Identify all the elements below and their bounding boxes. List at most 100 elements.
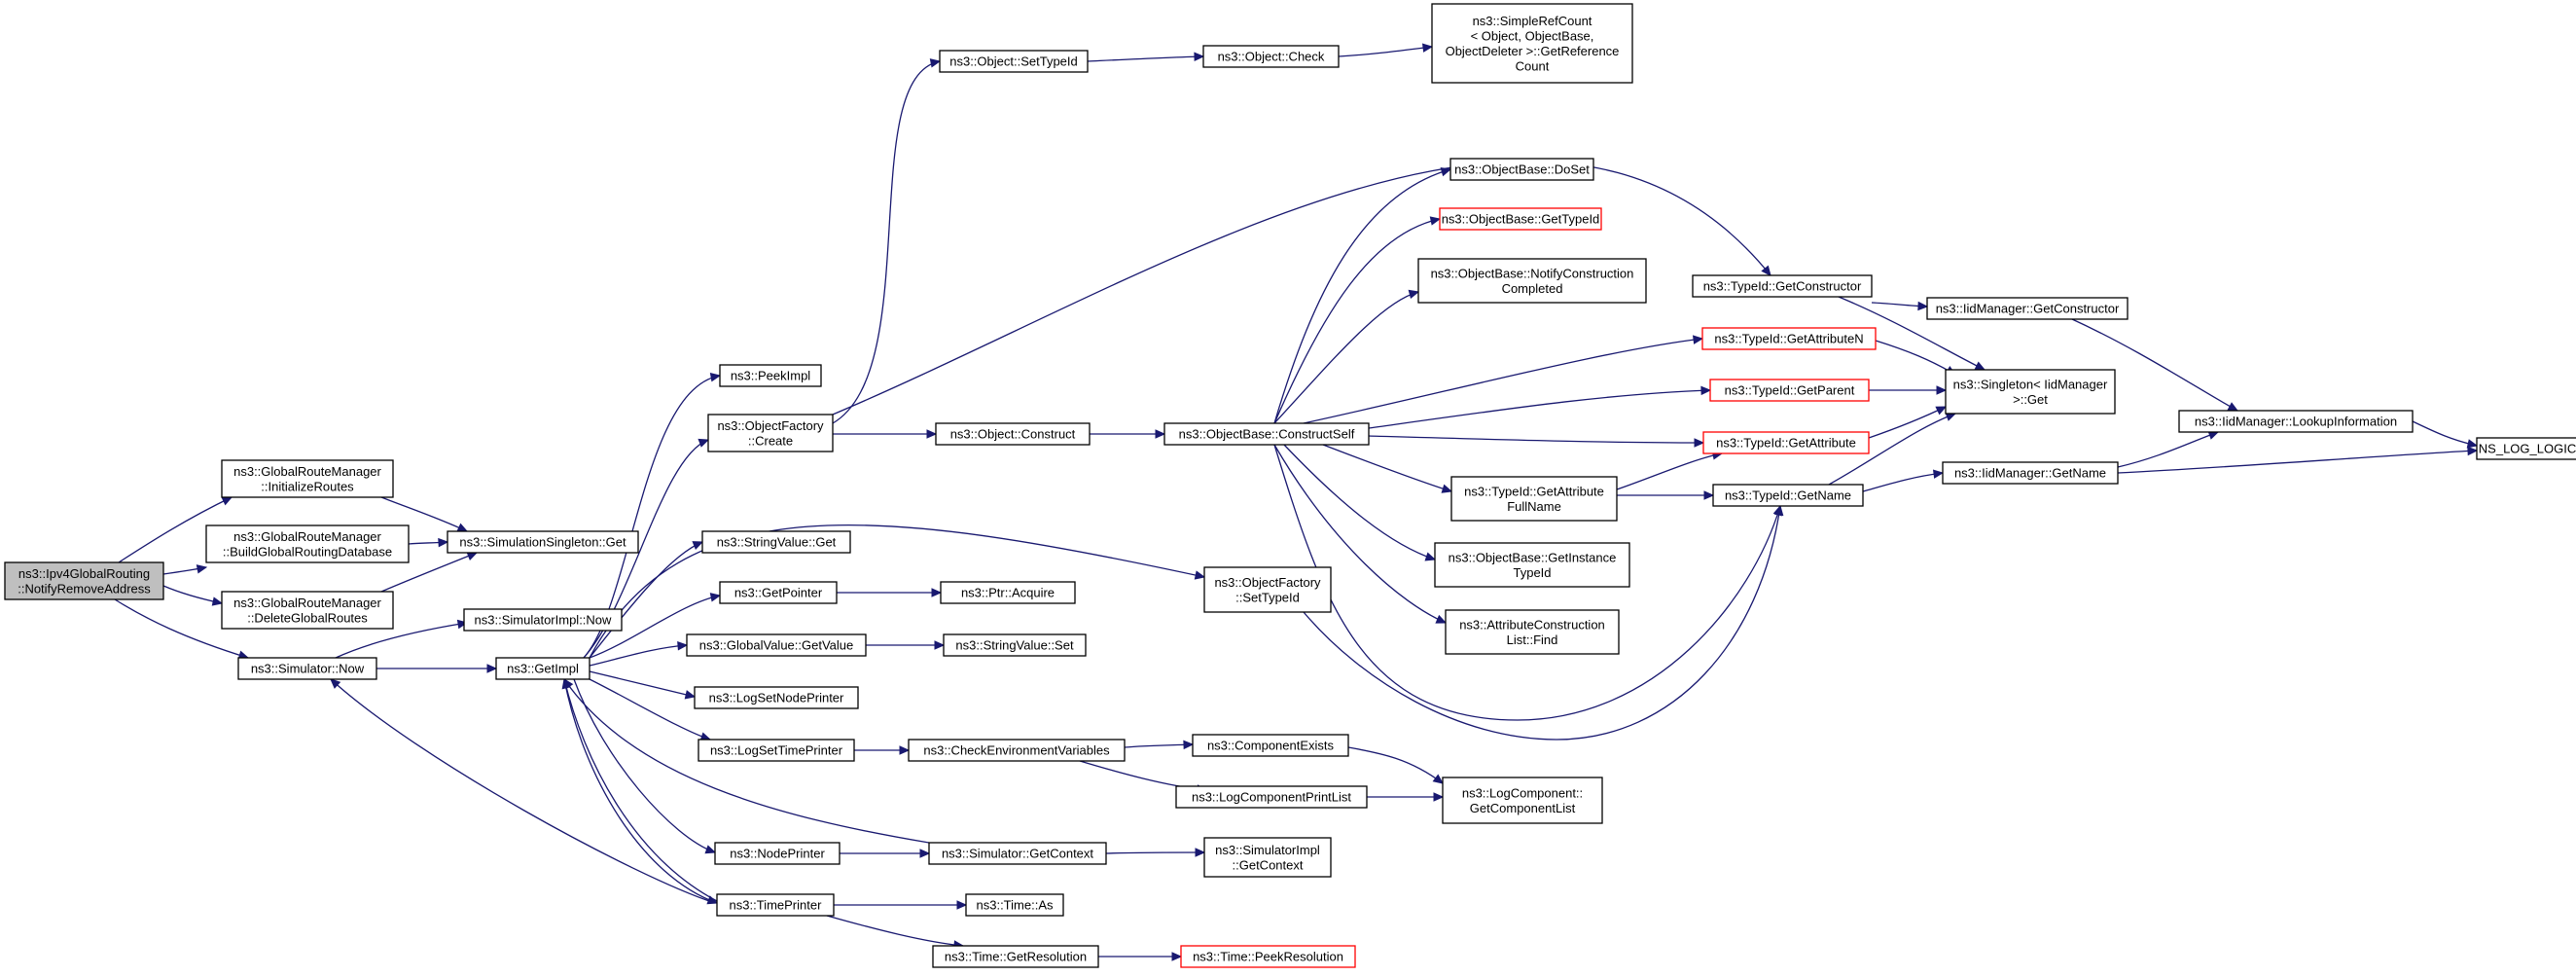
edge-line <box>1368 389 1711 429</box>
node-label: ns3::SimpleRefCount <box>1473 14 1592 28</box>
node-typeid-getattributen[interactable]: ns3::TypeId::GetAttributeN <box>1701 327 1877 350</box>
node-sim-now[interactable]: ns3::Simulator::Now <box>237 657 377 680</box>
node-ns-log-logic[interactable]: NS_LOG_LOGIC <box>2476 437 2576 460</box>
arrowhead-icon <box>456 523 469 532</box>
node-typeid-getparent[interactable]: ns3::TypeId::GetParent <box>1709 379 1870 402</box>
node-logsettimeprinter[interactable]: ns3::LogSetTimePrinter <box>698 739 855 762</box>
edge-line <box>1347 746 1444 784</box>
node-checkenv[interactable]: ns3::CheckEnvironmentVariables <box>908 739 1126 762</box>
node-root[interactable]: ns3::Ipv4GlobalRouting::NotifyRemoveAddr… <box>4 561 164 600</box>
node-iidmanager-getname[interactable]: ns3::IidManager::GetName <box>1942 461 2119 485</box>
node-ob-gettypeid[interactable]: ns3::ObjectBase::GetTypeId <box>1439 207 1602 231</box>
node-peekimpl[interactable]: ns3::PeekImpl <box>719 364 822 387</box>
node-simimpl-getcontext[interactable]: ns3::SimulatorImpl::GetContext <box>1203 837 1332 878</box>
arrowhead-icon <box>692 541 704 550</box>
node-ob-doset[interactable]: ns3::ObjectBase::DoSet <box>1449 158 1594 181</box>
node-label: ns3::LogComponent:: <box>1462 785 1583 800</box>
node-logcomponentprintlist[interactable]: ns3::LogComponentPrintList <box>1175 785 1368 809</box>
node-stringvalue-get[interactable]: ns3::StringValue::Get <box>701 530 851 554</box>
node-box <box>1202 45 1340 68</box>
node-label: ns3::AttributeConstruction <box>1459 617 1605 632</box>
node-singleton-get[interactable]: ns3::Singleton< IidManager>::Get <box>1945 369 2116 415</box>
node-label: ns3::StringValue::Get <box>717 535 837 550</box>
node-box <box>495 657 590 680</box>
node-label: < Object, ObjectBase, <box>1471 28 1594 43</box>
node-label: ns3::SimulatorImpl::Now <box>475 613 612 628</box>
node-time-peekresolution[interactable]: ns3::Time::PeekResolution <box>1180 945 1356 968</box>
node-typeid-getconstructor[interactable]: ns3::TypeId::GetConstructor <box>1692 274 1873 298</box>
node-label: ns3::Object::SetTypeId <box>949 54 1078 69</box>
edge-logcomponentprintlist-to-logcomponent_getlist <box>1366 792 1445 802</box>
node-getpointer[interactable]: ns3::GetPointer <box>719 581 838 604</box>
node-sim-getcontext[interactable]: ns3::Simulator::GetContext <box>928 842 1107 865</box>
node-box <box>1203 837 1332 878</box>
arrowhead-icon <box>2466 439 2479 449</box>
node-ob-notify[interactable]: ns3::ObjectBase::NotifyConstructionCompl… <box>1417 258 1647 304</box>
edge-time_getresolution-to-time_peekresolution <box>1098 952 1183 961</box>
node-simimpl-now[interactable]: ns3::SimulatorImpl::Now <box>463 608 623 632</box>
node-iidmanager-getconstructor[interactable]: ns3::IidManager::GetConstructor <box>1926 297 2129 320</box>
edge-of_settypeid-to-typeid_getname <box>1303 504 1784 741</box>
arrowhead-icon <box>1433 792 1445 802</box>
edge-getimpl-to-logsettimeprinter <box>589 678 712 741</box>
node-stringvalue-set[interactable]: ns3::StringValue::Set <box>943 633 1087 657</box>
node-object-check[interactable]: ns3::Object::Check <box>1202 45 1340 68</box>
node-box <box>940 581 1076 604</box>
arrowhead-icon <box>1692 335 1704 344</box>
node-time-as[interactable]: ns3::Time::As <box>965 893 1064 917</box>
node-of-create[interactable]: ns3::ObjectFactory::Create <box>707 414 834 452</box>
edge-line <box>1273 168 1451 424</box>
node-box <box>698 739 855 762</box>
node-label: ns3::GlobalRouteManager <box>233 464 381 479</box>
node-simsingleton-get[interactable]: ns3::SimulationSingleton::Get <box>447 530 639 554</box>
node-getimpl[interactable]: ns3::GetImpl <box>495 657 590 680</box>
arrowhead-icon <box>466 552 479 560</box>
arrowhead-icon <box>709 372 722 382</box>
node-time-getresolution[interactable]: ns3::Time::GetResolution <box>932 945 1099 968</box>
node-object-settypeid[interactable]: ns3::Object::SetTypeId <box>939 50 1089 73</box>
edge-sim_getcontext-to-simimpl_getcontext <box>1105 848 1206 857</box>
edge-line <box>832 60 941 424</box>
arrowhead-icon <box>931 588 943 597</box>
node-iidmanager-lookup[interactable]: ns3::IidManager::LookupInformation <box>2178 410 2414 433</box>
node-label: NS_LOG_LOGIC <box>2479 442 2576 456</box>
node-typeid-getattribute[interactable]: ns3::TypeId::GetAttribute <box>1702 431 1870 454</box>
arrowhead-icon <box>709 593 722 602</box>
arrowhead-icon <box>934 640 946 650</box>
node-logcomponent-getlist[interactable]: ns3::LogComponent::GetComponentList <box>1442 777 1603 824</box>
node-timeprinter[interactable]: ns3::TimePrinter <box>716 893 835 917</box>
node-ob-constructself[interactable]: ns3::ObjectBase::ConstructSelf <box>1163 422 1370 446</box>
edge-line <box>563 678 930 844</box>
edge-typeid_getparent-to-singleton_get <box>1869 385 1948 395</box>
node-label: ::NotifyRemoveAddress <box>18 581 151 596</box>
edge-line <box>1862 472 1944 492</box>
edge-getimpl-to-sim_now <box>330 678 716 904</box>
node-label: ns3::TypeId::GetName <box>1725 488 1851 503</box>
node-logsetnodeprinter[interactable]: ns3::LogSetNodePrinter <box>694 686 859 709</box>
arrowhead-icon <box>1936 385 1948 395</box>
node-grm-init[interactable]: ns3::GlobalRouteManager::InitializeRoute… <box>221 459 394 498</box>
arrowhead-icon <box>196 564 208 574</box>
node-label: FullName <box>1507 499 1561 514</box>
node-label: ns3::Object::Construct <box>950 427 1076 442</box>
node-object-construct[interactable]: ns3::Object::Construct <box>935 422 1091 446</box>
node-box <box>1203 566 1332 613</box>
node-typeid-getname[interactable]: ns3::TypeId::GetName <box>1712 484 1864 507</box>
node-nodeprinter[interactable]: ns3::NodePrinter <box>714 842 841 865</box>
node-simplerefcount[interactable]: ns3::SimpleRefCount< Object, ObjectBase,… <box>1431 3 1633 84</box>
node-grm-delete[interactable]: ns3::GlobalRouteManager::DeleteGlobalRou… <box>221 591 394 630</box>
edge-grm_build-to-simsingleton_get <box>408 537 449 548</box>
node-globalvalue-getvalue[interactable]: ns3::GlobalValue::GetValue <box>686 633 867 657</box>
node-box <box>1442 777 1603 824</box>
edge-line <box>118 496 233 563</box>
node-of-settypeid[interactable]: ns3::ObjectFactory::SetTypeId <box>1203 566 1332 613</box>
node-grm-build[interactable]: ns3::GlobalRouteManager::BuildGlobalRout… <box>205 524 410 563</box>
edge-getimpl-to-logsetnodeprinter <box>589 670 697 700</box>
node-ptr-acquire[interactable]: ns3::Ptr::Acquire <box>940 581 1076 604</box>
node-componentexists[interactable]: ns3::ComponentExists <box>1192 734 1349 757</box>
arrowhead-icon <box>1935 406 1948 416</box>
node-box <box>1692 274 1873 298</box>
